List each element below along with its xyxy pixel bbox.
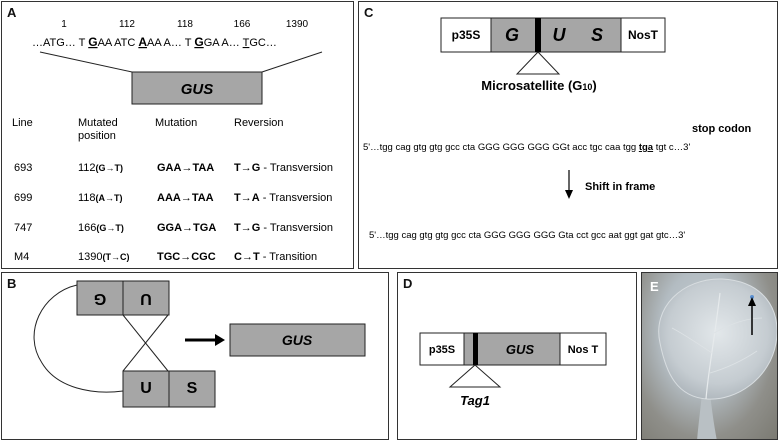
table-row: 747 166(G→T) GGA→TGA T→G - Transversion: [14, 222, 333, 234]
panel-a: A 1 112 118 166 1390 …ATG… T GAA ATC AAA…: [1, 1, 354, 269]
header-mutated: Mutated: [78, 117, 118, 129]
leaf-blade: [658, 278, 777, 400]
svg-text:C→T - Transition: C→T - Transition: [234, 251, 317, 263]
svg-text:GAA→TAA: GAA→TAA: [157, 162, 214, 174]
nost-label: Nos T: [568, 344, 599, 356]
panel-c: C p35S G U S NosT Microsatellite (G10) s…: [358, 1, 778, 269]
panel-d: D p35S GUS Nos T Tag1: [397, 272, 637, 440]
shift-label: Shift in frame: [585, 181, 655, 193]
svg-text:1390(T→C): 1390(T→C): [78, 251, 129, 263]
p35s-label: p35S: [452, 28, 481, 42]
p35s-label: p35S: [429, 344, 455, 356]
gus-product-label: GUS: [282, 332, 313, 348]
letter-s: S: [591, 25, 603, 45]
panel-e: E: [641, 272, 778, 440]
gus-box: [463, 332, 561, 366]
panel-b-diagram: G U U S GUS: [33, 280, 366, 408]
panel-b-label: B: [7, 276, 17, 291]
zoom-line-left: [39, 51, 133, 73]
leaf-vein: [671, 327, 713, 354]
panel-c-diagram: p35S G U S NosT Microsatellite (G10) sto…: [363, 17, 752, 241]
panel-a-diagram: 1 112 118 166 1390 …ATG… T GAA ATC AAA A…: [12, 19, 333, 263]
svg-text:AAA→TAA: AAA→TAA: [157, 192, 214, 204]
panel-a-label: A: [7, 5, 17, 20]
svg-text:118(A→T): 118(A→T): [78, 192, 123, 204]
tag-insertion-bar: [473, 333, 478, 365]
table-row: M4 1390(T→C) TGC→CGC C→T - Transition: [14, 251, 317, 263]
nost-box: [620, 17, 666, 53]
gus-product-box: [229, 323, 366, 357]
zoom-line-right: [261, 51, 323, 73]
svg-text:M4: M4: [14, 251, 29, 263]
svg-text:699: 699: [14, 192, 32, 204]
svg-text:693: 693: [14, 162, 32, 174]
header-line: Line: [12, 117, 33, 129]
svg-text:112(G→T): 112(G→T): [78, 162, 123, 174]
letter-s: S: [187, 380, 198, 397]
svg-text:166(G→T): 166(G→T): [78, 222, 124, 234]
letter-u: U: [553, 25, 567, 45]
svg-text:GGA→TGA: GGA→TGA: [157, 222, 216, 234]
svg-text:TGC→CGC: TGC→CGC: [157, 251, 216, 263]
stop-codon-label: stop codon: [692, 123, 752, 135]
p35s-box: [419, 332, 465, 366]
header-position: position: [78, 130, 116, 142]
insertion-triangle: [515, 51, 561, 75]
panel-d-label: D: [403, 276, 413, 291]
cross-line: [122, 314, 169, 372]
svg-text:T→G - Transversion: T→G - Transversion: [234, 162, 333, 174]
microsatellite-bar: [535, 18, 541, 52]
pos-number: 112: [119, 19, 135, 30]
microsatellite-label: Microsatellite (G10): [481, 78, 597, 93]
svg-text:T→A - Transversion: T→A - Transversion: [234, 192, 332, 204]
nost-box: [559, 332, 607, 366]
arrow-up-icon: [748, 297, 756, 306]
insertion-triangle: [448, 364, 502, 388]
p35s-box: [440, 17, 492, 53]
header-reversion: Reversion: [234, 117, 284, 129]
panel-e-label: E: [650, 279, 659, 294]
table-row: 693 112(G→T) GAA→TAA T→G - Transversion: [14, 162, 333, 174]
leaf-photo: [658, 278, 777, 439]
gene-sequence: …ATG… T GAA ATC AAA A… T GGA A… TGC…: [32, 35, 277, 49]
tag1-label: Tag1: [460, 393, 490, 408]
box-u-inverted: [122, 280, 170, 316]
pos-number: 118: [177, 19, 193, 30]
gus-label: GUS: [506, 342, 535, 357]
pos-number: 1: [61, 19, 67, 30]
nost-label: NosT: [628, 28, 659, 42]
leaf-midvein: [705, 292, 721, 400]
letter-g-inverted: G: [94, 290, 106, 307]
letter-u-inverted: U: [140, 290, 152, 307]
leaf-petiole: [697, 393, 717, 439]
letter-u: U: [140, 380, 152, 397]
gus-label: GUS: [181, 81, 214, 98]
header-mutation: Mutation: [155, 117, 197, 129]
letter-g: G: [505, 25, 519, 45]
pos-number: 1390: [286, 19, 309, 30]
panel-c-label: C: [364, 5, 374, 20]
box-g-inverted: [76, 280, 124, 316]
leaf-vein: [713, 317, 763, 334]
gus-box: [131, 71, 263, 105]
svg-text:T→G - Transversion: T→G - Transversion: [234, 222, 333, 234]
arrow-down-icon: [565, 190, 573, 199]
arrow-right-icon: [215, 334, 225, 346]
table-row: 699 118(A→T) AAA→TAA T→A - Transversion: [14, 192, 332, 204]
box-s: [168, 370, 216, 408]
pos-number: 166: [234, 19, 251, 30]
loop-curve: [33, 284, 124, 393]
sequence-shifted: 5'…tgg cag gtg gtg gcc cta GGG GGG GGG G…: [369, 230, 685, 241]
svg-text:747: 747: [14, 222, 32, 234]
sequence-original: 5'…tgg cag gtg gtg gcc cta GGG GGG GGG G…: [363, 142, 690, 153]
panel-b: B G U U S GUS: [1, 272, 389, 440]
leaf-vein: [709, 350, 758, 374]
panel-d-diagram: p35S GUS Nos T Tag1: [419, 332, 607, 408]
